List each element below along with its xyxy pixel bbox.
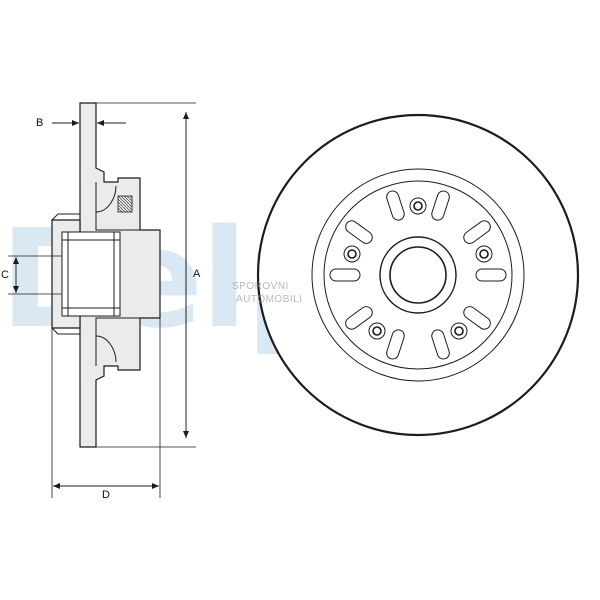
cooling-slot [463, 306, 491, 330]
cooling-slot [329, 268, 361, 282]
bolt-hole [475, 245, 493, 263]
wheel-stud-thread [117, 195, 133, 213]
hub-details [51, 182, 140, 366]
cooling-slot [345, 220, 373, 244]
cooling-slot [431, 329, 450, 360]
braking-surface-inner [311, 168, 525, 382]
center-bore-inner [389, 246, 447, 304]
extension-lines [8, 102, 196, 498]
bearing-bore [61, 231, 121, 317]
cooling-slot [431, 190, 450, 221]
dimension-d-label: D [102, 489, 110, 501]
cooling-slot [475, 268, 507, 282]
bolt-hole [343, 245, 361, 263]
cooling-slot [463, 220, 491, 244]
bolt-hole [409, 197, 427, 215]
center-bore-outer [379, 236, 457, 314]
cooling-slot [386, 190, 405, 221]
cooling-slot [345, 306, 373, 330]
front-view [256, 113, 580, 437]
cooling-slots [329, 190, 507, 360]
cooling-slot [386, 329, 405, 360]
dimension-b-label: B [36, 117, 44, 129]
bolt-hole [450, 322, 468, 340]
bolt-hole [368, 322, 386, 340]
dimension-c-label: C [1, 269, 9, 281]
dimension-a-label: A [193, 268, 201, 280]
bolt-holes [343, 197, 493, 340]
hat-outer [323, 180, 513, 370]
